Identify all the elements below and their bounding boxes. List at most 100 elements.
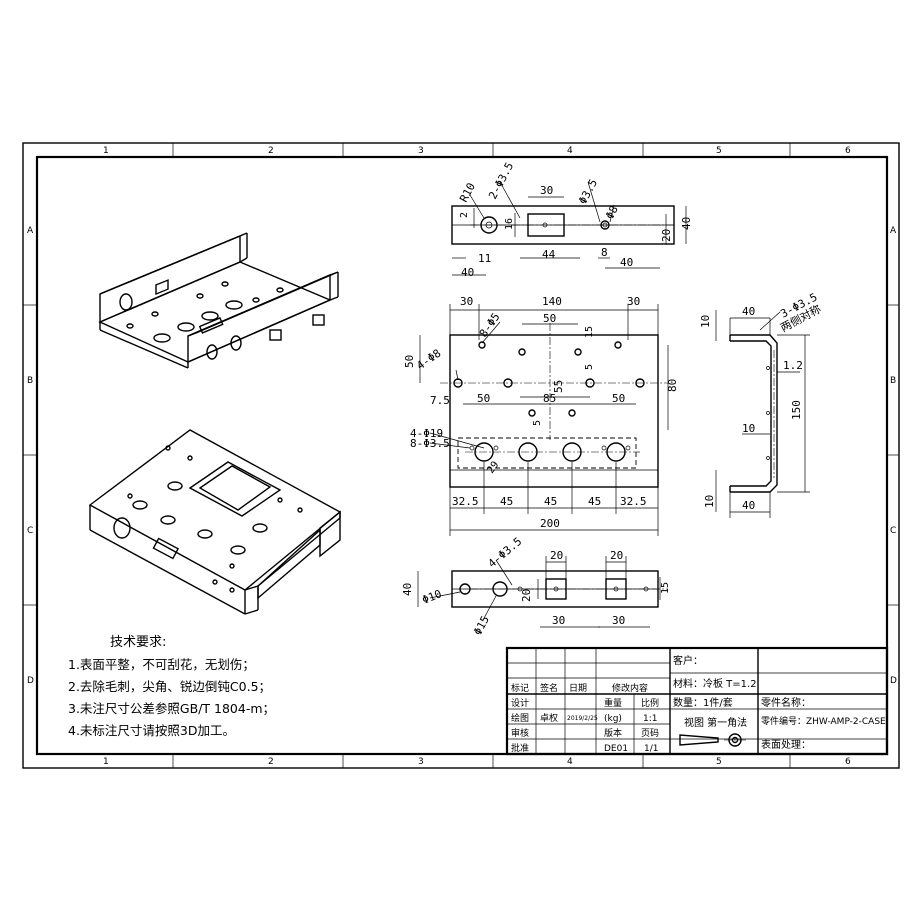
dim-d3-5-top: Φ3.5 <box>576 177 600 207</box>
tb-drawer: 卓权 <box>540 712 558 724</box>
drawing-frame <box>22 142 900 769</box>
dim-w200-main: 200 <box>540 517 560 530</box>
zone-row-d-right: D <box>890 676 897 686</box>
zone-labels: 1 2 3 4 5 6 1 2 3 4 5 6 A B C D A B C D <box>27 146 897 767</box>
zone-col-3-top: 3 <box>418 146 424 156</box>
dim-d8-top: Φ8 <box>603 204 621 222</box>
tb-approve: 批准 <box>511 742 529 754</box>
dim-v5-main: 5 <box>584 364 595 370</box>
tb-weight: 重量 <box>604 697 622 709</box>
tb-page-header: 页码 <box>641 728 659 739</box>
main-plate-dimensions: 30 140 30 50 15 50 4-Φ8 8-Φ5 5 55 80 7.5… <box>403 295 679 530</box>
dim-v20-bottom: 20 <box>520 589 533 602</box>
dim-w30-top: 30 <box>540 184 553 197</box>
tb-date-header: 日期 <box>569 683 587 694</box>
top-flange-view <box>451 181 687 276</box>
dim-w40b-top: 40 <box>620 256 633 269</box>
dim-4-d8-main: 4-Φ8 <box>414 347 443 373</box>
dim-4-d19-main: 4-Φ19 <box>410 427 443 440</box>
dim-h20-top: 20 <box>660 229 673 242</box>
zone-col-2-top: 2 <box>268 146 274 156</box>
dim-w45a-main: 45 <box>500 495 513 508</box>
tb-projection: 视图 第一角法 <box>684 716 747 729</box>
zone-col-4-top: 4 <box>567 146 573 156</box>
tb-review: 审核 <box>511 727 529 739</box>
main-plate-view <box>419 304 669 536</box>
dim-h40-bottom: 40 <box>401 583 414 596</box>
zone-col-2-bottom: 2 <box>268 757 274 767</box>
dim-w40-side-bottom: 40 <box>742 499 755 512</box>
tb-scale-header: 比例 <box>641 697 659 709</box>
zone-row-c-left: C <box>27 526 33 536</box>
dim-4-d3-5-bottom: 4-Φ3.5 <box>486 535 525 571</box>
dim-w45b-main: 45 <box>544 495 557 508</box>
dim-v16-top: 16 <box>504 218 515 230</box>
zone-row-a-right: A <box>890 226 897 236</box>
side-view-dimensions: 40 3-Φ3.5 两侧对称 10 1.2 150 10 10 40 <box>699 291 823 512</box>
dim-w32-5b-main: 32.5 <box>620 495 647 508</box>
tb-version-header: 版本 <box>604 727 622 739</box>
zone-row-a-left: A <box>27 226 34 236</box>
dim-w85-main: 85 <box>543 392 556 405</box>
dim-w140-main: 140 <box>542 295 562 308</box>
tb-material: 材料：冷板 T=1.2 <box>673 677 757 690</box>
zone-col-1-top: 1 <box>103 146 109 156</box>
zone-col-1-bottom: 1 <box>103 757 109 767</box>
dim-w11-top: 11 <box>478 252 491 265</box>
dim-v15-main: 15 <box>584 326 595 338</box>
dim-w30a-main: 30 <box>460 295 473 308</box>
dim-w50-top-main: 50 <box>543 312 556 325</box>
dim-v150-side: 150 <box>790 400 803 420</box>
bottom-flange-dimensions: 4-Φ3.5 20 20 40 Φ10 20 Φ15 30 30 15 <box>401 535 671 638</box>
iso-view-bottom <box>88 429 342 615</box>
tb-mark: 标记 <box>511 682 529 694</box>
iso-view-top <box>98 232 339 369</box>
dim-v15-bottom: 15 <box>660 582 671 594</box>
dim-8-d3-5-main: 8-Φ3.5 <box>410 437 450 450</box>
dim-w30a-bottom: 30 <box>552 614 565 627</box>
tb-draw-date: 2019/2/25 <box>567 715 598 722</box>
tech-item-4: 4.未标注尺寸请按照3D加工。 <box>68 723 235 738</box>
tech-item-3: 3.未注尺寸公差参照GB/T 1804-m； <box>68 701 275 716</box>
dim-w50b-main: 50 <box>612 392 625 405</box>
tb-weight-unit: (kg) <box>604 714 622 724</box>
tb-version: DE01 <box>604 744 628 754</box>
dim-h40-top: 40 <box>680 217 693 230</box>
tb-drawing: 绘图 <box>511 712 529 724</box>
dim-v1-2-side: 1.2 <box>783 359 803 372</box>
dim-w40a-top: 40 <box>461 266 474 279</box>
dim-w30b-main: 30 <box>627 295 640 308</box>
zone-col-5-bottom: 5 <box>716 757 722 767</box>
zone-col-3-bottom: 3 <box>418 757 424 767</box>
dim-w40-side-top: 40 <box>742 305 755 318</box>
tb-part-name: 零件名称： <box>761 696 811 709</box>
zone-row-b-left: B <box>27 376 33 386</box>
tech-item-1: 1.表面平整，不可刮花，无划伤； <box>68 657 255 672</box>
dim-w20a-bottom: 20 <box>550 549 563 562</box>
zone-col-6-top: 6 <box>845 146 851 156</box>
zone-col-5-top: 5 <box>716 146 722 156</box>
tb-revision: 修改内容 <box>612 682 648 694</box>
zone-row-d-left: D <box>27 676 34 686</box>
tb-design: 设计 <box>511 697 529 709</box>
title-block <box>505 646 889 756</box>
dim-w45c-main: 45 <box>588 495 601 508</box>
tb-sign: 签名 <box>540 682 558 694</box>
tech-title: 技术要求: <box>110 635 166 650</box>
tb-surface: 表面处理： <box>761 738 811 751</box>
dim-d10-bottom: Φ10 <box>420 587 443 606</box>
dim-v10b-side: 10 <box>742 422 755 435</box>
dim-v5b-main: 5 <box>532 420 543 426</box>
dim-h80-main: 80 <box>666 379 679 392</box>
dim-v29-main: 29 <box>485 460 501 476</box>
technical-requirements: 技术要求: 1.表面平整，不可刮花，无划伤； 2.去除毛刺，尖角、锐边倒钝C0.… <box>68 635 275 738</box>
dim-w30b-bottom: 30 <box>612 614 625 627</box>
dim-v55-main: 55 <box>552 380 565 393</box>
tech-item-2: 2.去除毛刺，尖角、锐边倒钝C0.5； <box>68 679 271 694</box>
dim-r10: R10 <box>457 181 478 205</box>
tb-customer: 客户： <box>673 654 703 667</box>
bottom-flange-view <box>417 556 668 628</box>
dim-w32-5a-main: 32.5 <box>452 495 479 508</box>
tb-quantity: 数量：1件/套 <box>673 696 733 709</box>
